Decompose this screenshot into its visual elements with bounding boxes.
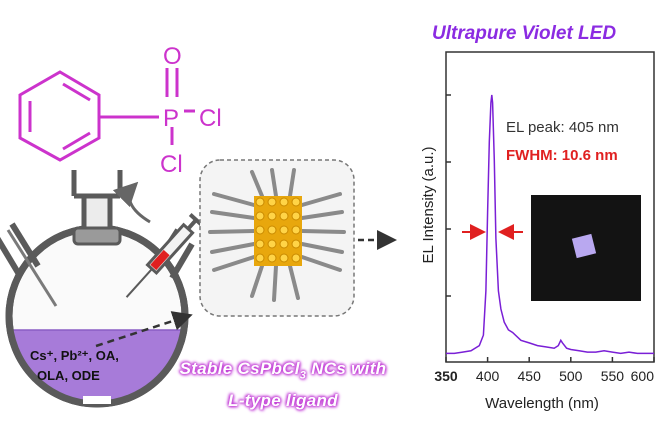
led-emission-spot bbox=[571, 233, 597, 259]
y-axis-label: EL Intensity (a.u.) bbox=[420, 146, 437, 263]
caption-subscript: 3 bbox=[299, 369, 307, 382]
fwhm-annotation: FWHM: 10.6 nm bbox=[506, 147, 618, 164]
caption-line-1-suffix: NCs with bbox=[306, 359, 387, 378]
atom-chlorine: Cl bbox=[160, 151, 183, 178]
plot-frame bbox=[445, 51, 655, 363]
atom-chlorine: Cl bbox=[199, 105, 222, 132]
lattice-atoms bbox=[255, 197, 301, 263]
molecule-structure bbox=[18, 68, 195, 162]
atom-phosphorus: P bbox=[163, 105, 179, 132]
el-spectrum-chart: 350 400 450 500 550 600 Wavelength (nm) EL In… bbox=[420, 51, 655, 412]
caption-line-1-prefix: Stable CsPbCl bbox=[179, 359, 300, 378]
x-tick-label: 350 bbox=[434, 368, 458, 384]
x-tick-label: 600 bbox=[631, 368, 655, 384]
dashed-arrow bbox=[95, 311, 193, 348]
benzene-ring bbox=[18, 70, 101, 162]
injection-arrow bbox=[112, 181, 151, 224]
atom-oxygen: O bbox=[163, 43, 182, 70]
ligand-chains bbox=[208, 168, 346, 302]
x-tick-label: 400 bbox=[476, 368, 500, 384]
flask-contents-line-1: Cs⁺, Pb²⁺, OA, bbox=[30, 348, 119, 363]
el-spectrum-line bbox=[446, 94, 654, 355]
flask-contents-line-2: OLA, ODE bbox=[37, 368, 100, 383]
caption-line-2: L-type ligand bbox=[228, 391, 338, 411]
x-axis-label: Wavelength (nm) bbox=[485, 395, 599, 412]
nanocrystal-caption: Stable CsPbCl3 NCs with L-type ligand bbox=[148, 356, 418, 414]
x-tick-label: 450 bbox=[518, 368, 542, 384]
x-tick-label: 500 bbox=[559, 368, 583, 384]
page-title: Ultrapure Violet LED bbox=[432, 23, 617, 44]
syringe bbox=[125, 213, 204, 298]
x-tick-label: 550 bbox=[601, 368, 625, 384]
nanocrystal-illustration bbox=[199, 159, 355, 317]
peak-annotation: EL peak: 405 nm bbox=[506, 119, 619, 136]
